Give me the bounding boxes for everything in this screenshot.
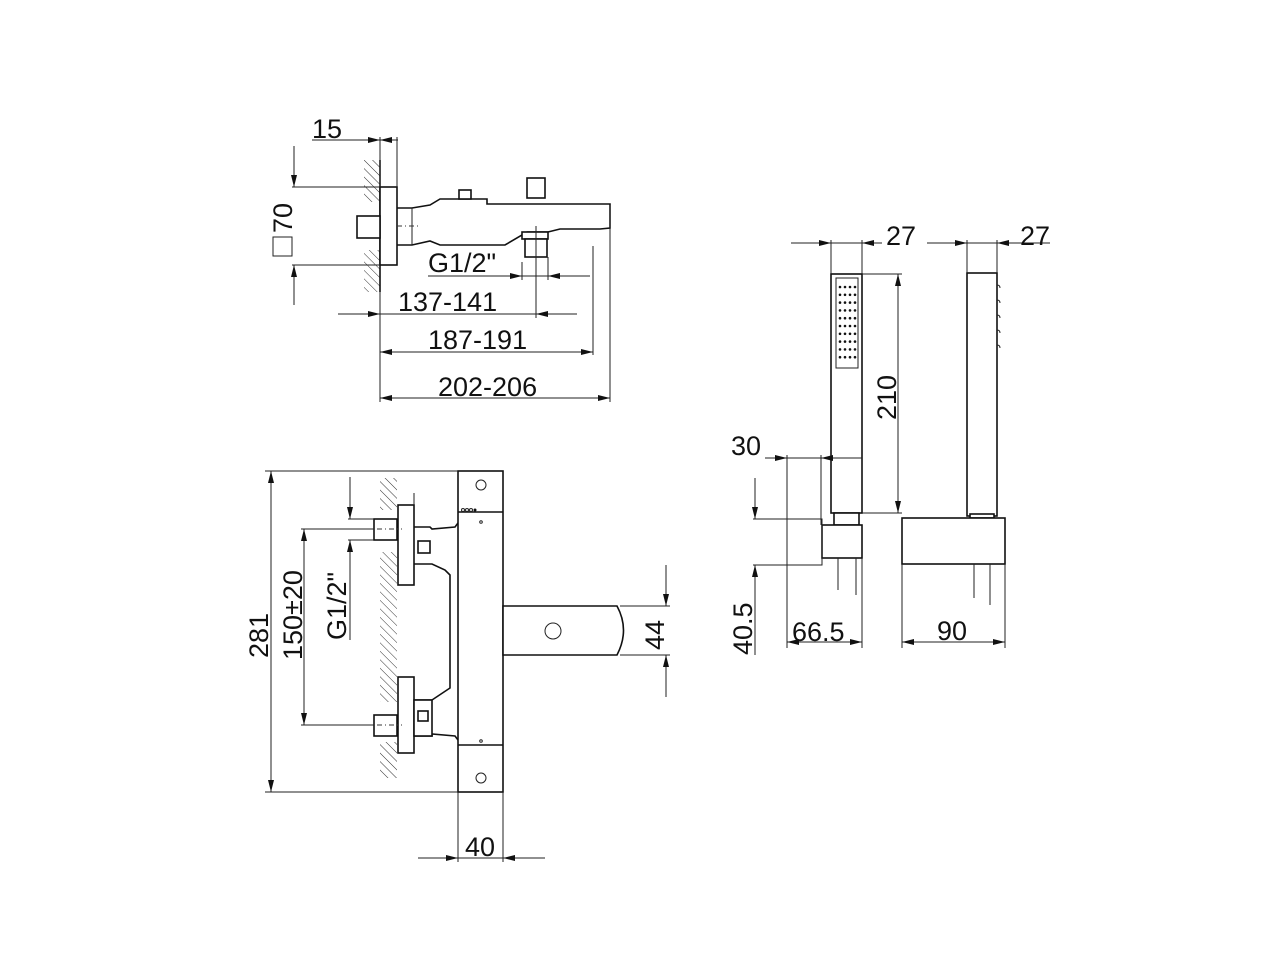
nozzle-dot xyxy=(853,332,857,336)
nozzle-dot xyxy=(853,348,857,351)
dim-thread-top: G1/2" xyxy=(428,248,496,278)
nozzle-dot xyxy=(838,293,842,297)
nozzle-dot xyxy=(853,285,857,289)
valve-square xyxy=(417,710,429,722)
dim-holder-offset: 30 xyxy=(731,431,761,461)
wall-plate-lower xyxy=(397,676,415,754)
nozzle-dot xyxy=(843,355,847,359)
nozzle-dot xyxy=(853,309,857,312)
thermostat-body xyxy=(457,470,504,793)
nozzle-dot xyxy=(853,355,857,359)
nozzle-dot xyxy=(848,316,852,320)
spout xyxy=(502,605,625,656)
dim-spout-max: 202-206 xyxy=(438,372,537,402)
nozzle-dot xyxy=(838,309,842,312)
nozzle-dot xyxy=(838,316,842,320)
holder-side xyxy=(901,517,1006,565)
nozzle-dot xyxy=(838,348,842,351)
dim-spout-height: 44 xyxy=(640,620,670,650)
holder-front xyxy=(821,524,863,559)
nozzle-dot xyxy=(838,324,842,328)
nozzle-dot xyxy=(838,355,842,359)
nozzle-dot xyxy=(848,309,852,312)
nozzle-dot xyxy=(848,355,852,359)
hose-connector xyxy=(833,512,860,526)
dim-outlet: 137-141 xyxy=(398,287,497,317)
dim-holder-height: 40.5 xyxy=(728,602,758,655)
nozzle-dot xyxy=(853,293,857,297)
nozzle-plate xyxy=(835,277,859,369)
top-view: 15 70 G1/2" 137-141 187-191 202-206 xyxy=(268,114,611,402)
dim-width-side: 27 xyxy=(1020,221,1050,251)
nozzle-grid xyxy=(838,285,857,359)
nozzle-dot xyxy=(843,340,847,343)
dim-plate-size: 70 xyxy=(268,203,298,233)
nozzle-dot xyxy=(853,316,857,320)
outlet-flange xyxy=(521,231,549,240)
nozzle-dot xyxy=(838,301,842,304)
nozzle-dot xyxy=(843,301,847,304)
dim-plate-depth: 15 xyxy=(312,114,342,144)
dim-length: 210 xyxy=(872,375,902,420)
mixer-body xyxy=(397,198,611,246)
nozzle-dot xyxy=(843,332,847,336)
valve-square xyxy=(417,540,431,554)
nozzle-dot xyxy=(838,285,842,289)
nozzle-dot xyxy=(838,340,842,343)
hand-shower-view: 27 27 210 30 40.5 66.5 90 xyxy=(728,221,1050,655)
nozzle-dot xyxy=(848,348,852,351)
wall-hatch xyxy=(380,742,397,778)
wall-hatch xyxy=(364,250,380,292)
dim-centres: 150±20 xyxy=(278,570,308,660)
knob-marker xyxy=(475,772,487,784)
nozzle-dot xyxy=(843,309,847,312)
dim-width-front: 27 xyxy=(886,221,916,251)
nozzle-dot xyxy=(853,324,857,328)
nozzle-dot xyxy=(848,332,852,336)
wall-hatch xyxy=(380,478,397,510)
dim-height: 281 xyxy=(244,613,274,658)
wall-hatch xyxy=(380,552,397,702)
nozzle-dot xyxy=(843,348,847,351)
nozzle-dot xyxy=(843,285,847,289)
front-view: 281 150±20 G1/2" 44 40 xyxy=(244,470,670,862)
nozzle-dot xyxy=(853,301,857,304)
connector xyxy=(356,215,381,239)
dim-holder-width: 90 xyxy=(937,616,967,646)
knob-marker xyxy=(475,479,487,491)
dim-thread-front: G1/2" xyxy=(322,572,352,640)
wall-hatch xyxy=(364,160,380,202)
nozzle-dot xyxy=(853,340,857,343)
nozzle-dot xyxy=(843,293,847,297)
diverter-knob xyxy=(526,177,546,199)
dim-holder-depth: 66.5 xyxy=(792,617,845,647)
nozzle-dot xyxy=(843,324,847,328)
temperature-scale-icon xyxy=(461,508,477,512)
hand-shower-side xyxy=(966,272,998,517)
nozzle-dot xyxy=(843,316,847,320)
nozzle-dot xyxy=(848,301,852,304)
wall-plate-upper xyxy=(397,504,415,586)
nozzle-dot xyxy=(848,285,852,289)
dim-spout-min: 187-191 xyxy=(428,325,527,355)
outlet-hole xyxy=(544,622,562,640)
dim-body-width: 40 xyxy=(465,832,495,862)
square-symbol xyxy=(272,236,293,257)
nozzle-dot xyxy=(848,293,852,297)
nozzle-dot xyxy=(848,324,852,328)
nozzle-dot xyxy=(848,340,852,343)
wall-plate xyxy=(379,186,398,266)
thermostat-knob xyxy=(458,189,472,200)
nozzle-dot xyxy=(838,332,842,336)
